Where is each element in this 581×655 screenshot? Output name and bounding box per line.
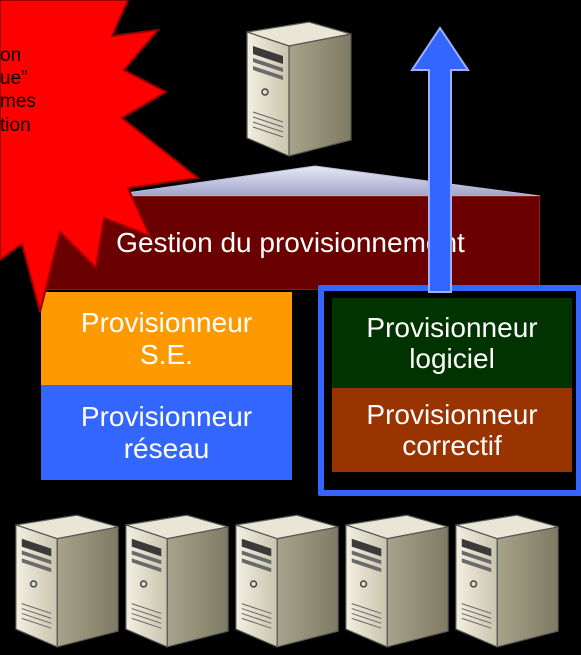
burst-line-2: ue” (0, 68, 28, 90)
server-icon-2 (118, 512, 236, 652)
provisionneur-se-line2: S.E. (140, 338, 193, 370)
server-icon-4 (338, 512, 456, 652)
provisionneur-correctif-line2: correctif (402, 430, 502, 461)
provisionneur-logiciel-line1: Provisionneur (366, 311, 538, 343)
provisionneur-reseau-line2: réseau (123, 432, 210, 464)
provisionneur-reseau-box: Provisionneur réseau (41, 385, 292, 480)
provisionneur-logiciel-box: Provisionneur logiciel (332, 298, 572, 388)
server-icon-1 (8, 512, 126, 652)
provisionneur-logiciel-line2: logiciel (409, 343, 495, 374)
provisionneur-reseau-line1: Provisionneur (80, 401, 253, 433)
burst-line-4: tion (0, 114, 31, 136)
burst-line-1: on (0, 45, 22, 66)
burst-text: on ue” mes tion (0, 44, 36, 137)
provisionneur-se-box: Provisionneur S.E. (41, 292, 292, 385)
provisionneur-correctif-line1: Provisionneur (366, 398, 538, 430)
server-icon-5 (448, 512, 566, 652)
server-icon-3 (228, 512, 346, 652)
provisionneur-correctif-box: Provisionneur correctif (332, 388, 572, 472)
burst-line-3: mes (0, 91, 36, 113)
up-arrow-icon (410, 26, 470, 293)
red-starburst-shape (0, 0, 201, 313)
highlight-frame (318, 285, 581, 496)
provisionneur-se-line1: Provisionneur (80, 307, 253, 339)
top-server-icon (238, 20, 360, 160)
gestion-label: Gestion du provisionnement (116, 227, 465, 259)
